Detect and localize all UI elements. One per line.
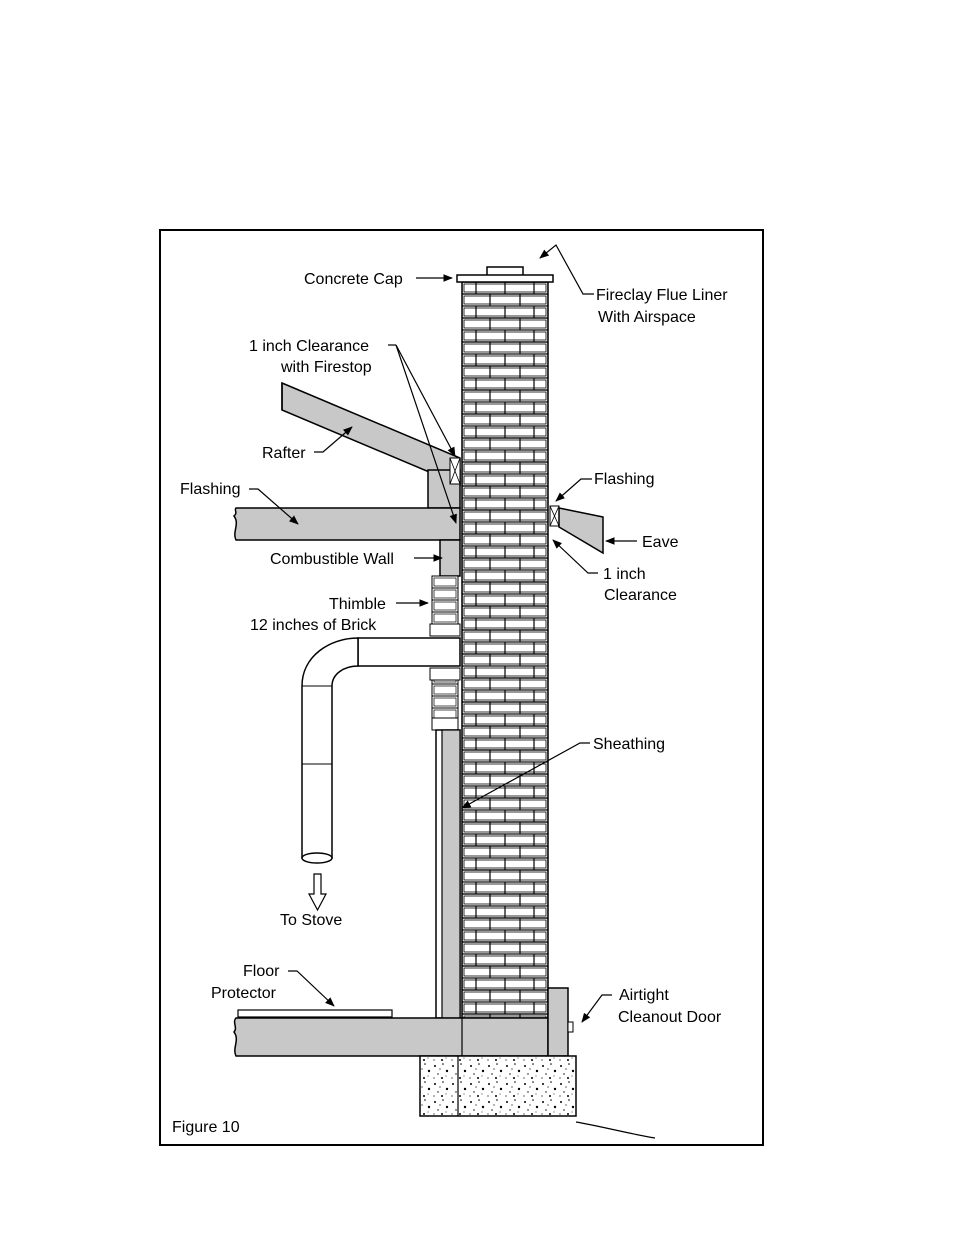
eave	[559, 508, 603, 553]
chimney-brick	[462, 282, 548, 1018]
label-clearance-line1: 1 inch	[603, 566, 646, 583]
label-fireclay-line1: Fireclay Flue Liner	[596, 287, 728, 304]
label-concrete-cap: Concrete Cap	[304, 271, 403, 288]
label-flashing-left: Flashing	[180, 481, 240, 498]
combustible-wall	[440, 540, 460, 576]
concrete-cap	[457, 275, 553, 282]
label-to-stove: To Stove	[280, 912, 342, 929]
label-flashing-right: Flashing	[594, 471, 654, 488]
label-clearance-firestop-line2: with Firestop	[280, 359, 372, 376]
label-brick-12: 12 inches of Brick	[250, 617, 377, 634]
label-fireclay-line2: With Airspace	[598, 309, 696, 326]
figure-caption: Figure 10	[172, 1119, 240, 1136]
thimble-brick-upper	[432, 576, 458, 624]
label-eave: Eave	[642, 534, 679, 551]
label-rafter: Rafter	[262, 445, 306, 462]
label-floor-protector-line2: Protector	[211, 985, 277, 1002]
label-thimble: Thimble	[329, 596, 386, 613]
cleanout-door	[568, 1022, 573, 1032]
floor	[234, 1018, 548, 1056]
label-cleanout-line2: Cleanout Door	[618, 1009, 722, 1026]
label-sheathing: Sheathing	[593, 736, 665, 753]
label-combustible-wall: Combustible Wall	[270, 551, 394, 568]
foundation	[420, 1056, 576, 1116]
ceiling-joist	[234, 508, 460, 540]
label-cleanout-line1: Airtight	[619, 987, 669, 1004]
floor-protector	[238, 1010, 392, 1017]
label-clearance-line2: Clearance	[604, 587, 677, 604]
thimble	[430, 624, 460, 636]
sheathing	[442, 730, 460, 1018]
cleanout-block	[548, 988, 568, 1056]
down-arrow-icon	[309, 874, 326, 910]
label-floor-protector-line1: Floor	[243, 963, 280, 980]
label-clearance-firestop-line1: 1 inch Clearance	[249, 338, 369, 355]
